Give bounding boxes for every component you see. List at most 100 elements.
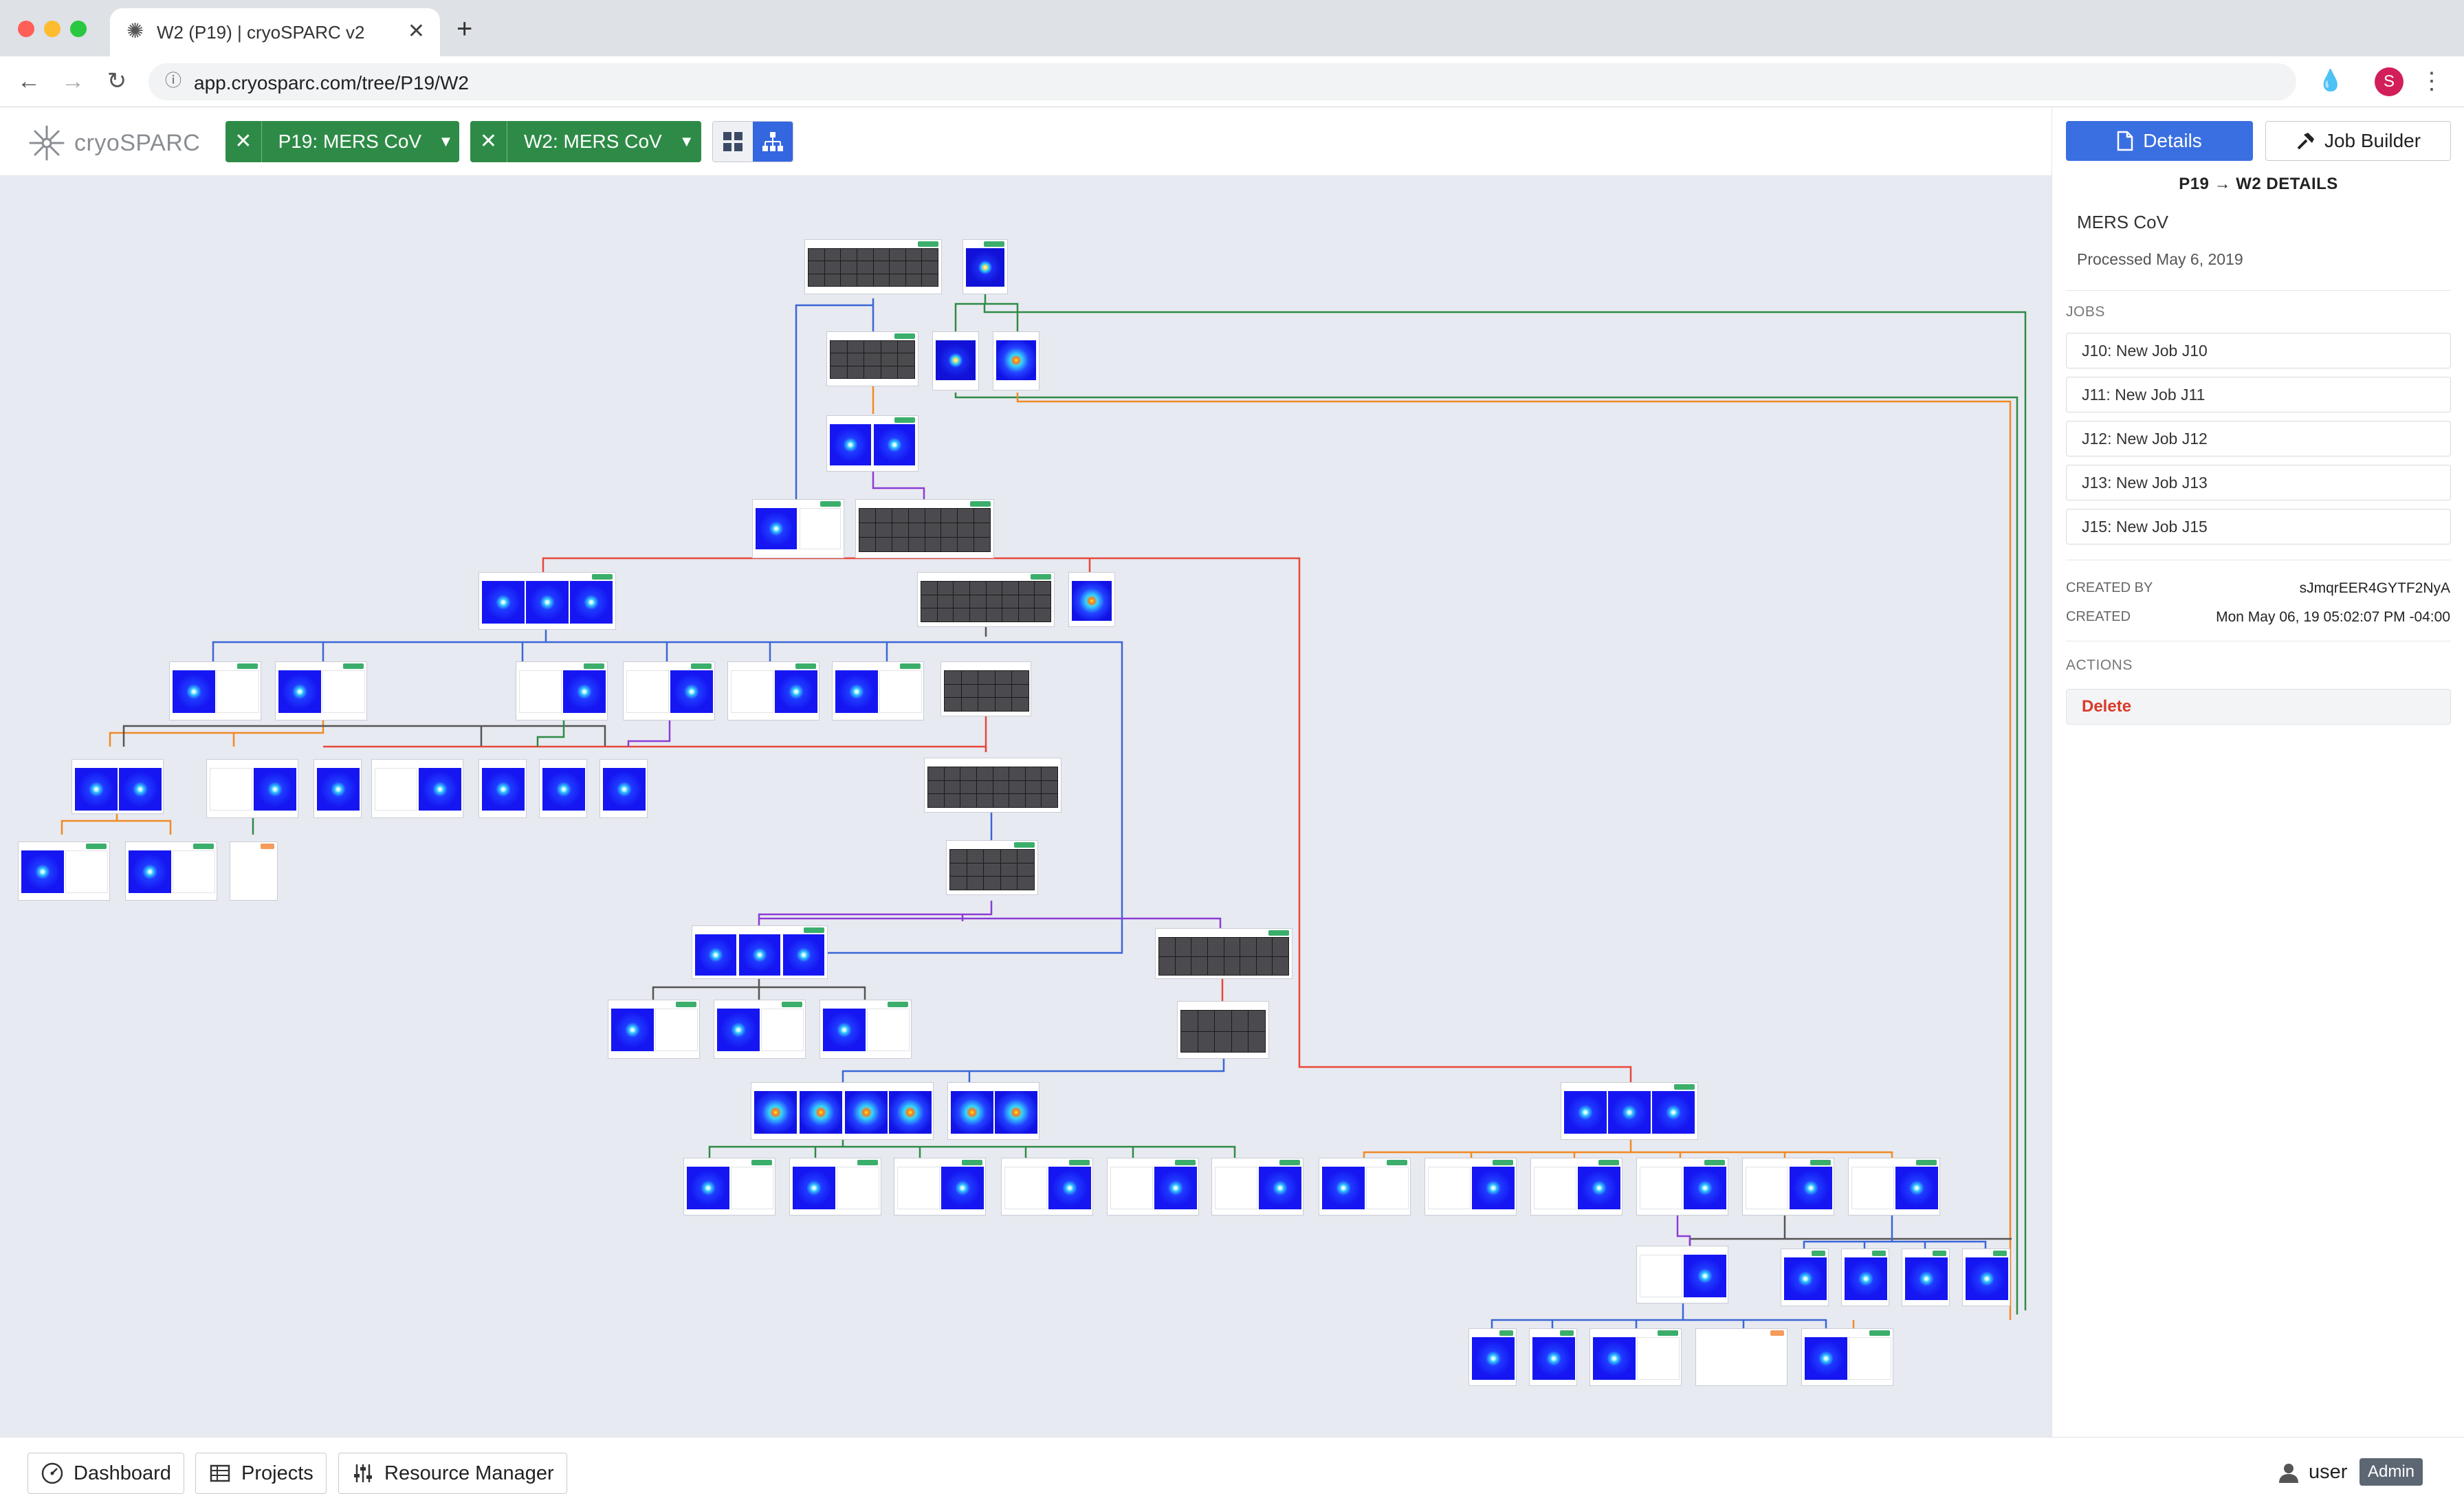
- job-card[interactable]: [683, 1158, 776, 1216]
- job-card[interactable]: [1695, 1328, 1788, 1386]
- job-card[interactable]: [516, 661, 608, 720]
- created-by-value: sJmqrEER4GYTF2NyA: [2299, 580, 2450, 596]
- job-card[interactable]: [1068, 572, 1115, 627]
- job-card[interactable]: [751, 1082, 934, 1140]
- job-card[interactable]: [1211, 1158, 1304, 1216]
- job-card[interactable]: [169, 661, 261, 720]
- job-list-item-j11[interactable]: J11: New Job J11: [2066, 377, 2451, 412]
- job-card[interactable]: [692, 925, 828, 979]
- job-card[interactable]: [1590, 1328, 1682, 1386]
- job-card[interactable]: [993, 331, 1040, 390]
- chevron-down-icon[interactable]: ▼: [438, 133, 454, 150]
- job-card[interactable]: [832, 661, 924, 720]
- details-button[interactable]: Details: [2066, 121, 2253, 161]
- job-card[interactable]: [1424, 1158, 1517, 1216]
- job-card[interactable]: [1781, 1248, 1829, 1306]
- user-name[interactable]: user: [2309, 1461, 2348, 1483]
- job-card[interactable]: [478, 572, 616, 630]
- chevron-down-icon[interactable]: ▼: [679, 133, 694, 150]
- job-card[interactable]: [18, 842, 110, 901]
- project-breadcrumb[interactable]: ✕ P19: MERS CoV ▼: [226, 121, 459, 162]
- job-card[interactable]: [1468, 1328, 1517, 1386]
- close-workspace-icon[interactable]: ✕: [470, 121, 507, 162]
- job-card[interactable]: [727, 661, 820, 720]
- job-card[interactable]: [940, 661, 1031, 716]
- job-card[interactable]: [1636, 1246, 1728, 1304]
- close-tab-icon[interactable]: ✕: [407, 20, 425, 43]
- browser-tab[interactable]: ✺ W2 (P19) | cryoSPARC v2 ✕: [110, 8, 440, 56]
- extension-droplet-icon[interactable]: 💧: [2318, 69, 2344, 92]
- address-bar[interactable]: ⓘ app.cryosparc.com/tree/P19/W2: [148, 63, 2296, 100]
- job-card[interactable]: [804, 239, 942, 294]
- job-card[interactable]: [894, 1158, 986, 1216]
- job-card[interactable]: [1177, 1001, 1269, 1059]
- job-card[interactable]: [789, 1158, 881, 1216]
- job-card[interactable]: [1636, 1158, 1728, 1216]
- dashboard-button[interactable]: Dashboard: [28, 1453, 184, 1494]
- job-card[interactable]: [962, 239, 1008, 294]
- job-builder-button[interactable]: Job Builder: [2265, 121, 2451, 161]
- job-card[interactable]: [125, 842, 217, 901]
- browser-menu-icon[interactable]: ⋮: [2420, 68, 2443, 94]
- profile-avatar[interactable]: S: [2375, 67, 2404, 96]
- job-card[interactable]: [1530, 1158, 1622, 1216]
- job-card[interactable]: [820, 1000, 912, 1059]
- job-list-item-j12[interactable]: J12: New Job J12: [2066, 421, 2451, 456]
- job-card[interactable]: [623, 661, 715, 720]
- job-card[interactable]: [314, 759, 362, 818]
- job-card[interactable]: [230, 842, 278, 901]
- job-list-item-j15[interactable]: J15: New Job J15: [2066, 509, 2451, 544]
- job-card[interactable]: [1902, 1248, 1950, 1306]
- job-card[interactable]: [1841, 1248, 1889, 1306]
- job-card[interactable]: [608, 1000, 700, 1059]
- job-card[interactable]: [826, 331, 918, 386]
- panel-title: P19 → W2 DETAILS: [2179, 175, 2338, 193]
- job-card[interactable]: [371, 759, 463, 818]
- cryosparc-logo[interactable]: cryoSPARC: [26, 122, 200, 164]
- delete-button[interactable]: Delete: [2066, 689, 2451, 725]
- card-view-button[interactable]: [713, 122, 753, 162]
- job-card[interactable]: [539, 759, 587, 818]
- job-card[interactable]: [1561, 1082, 1698, 1140]
- job-card[interactable]: [917, 572, 1055, 627]
- job-card[interactable]: [1529, 1328, 1577, 1386]
- job-card[interactable]: [1962, 1248, 2010, 1306]
- job-card[interactable]: [855, 499, 994, 558]
- job-card[interactable]: [1848, 1158, 1940, 1216]
- job-card[interactable]: [752, 499, 844, 558]
- job-card[interactable]: [478, 759, 527, 818]
- job-card[interactable]: [826, 415, 918, 472]
- job-card[interactable]: [932, 331, 979, 390]
- resource-manager-button[interactable]: Resource Manager: [338, 1453, 567, 1494]
- job-tree-canvas[interactable]: [0, 176, 2052, 1437]
- job-card[interactable]: [714, 1000, 806, 1059]
- workspace-breadcrumb[interactable]: ✕ W2: MERS CoV ▼: [470, 121, 701, 162]
- job-card[interactable]: [1742, 1158, 1834, 1216]
- close-project-icon[interactable]: ✕: [226, 121, 262, 162]
- projects-button[interactable]: Projects: [195, 1453, 327, 1494]
- job-card[interactable]: [1001, 1158, 1093, 1216]
- job-card[interactable]: [600, 759, 648, 818]
- job-card[interactable]: [1107, 1158, 1199, 1216]
- job-card[interactable]: [72, 759, 164, 814]
- forward-icon[interactable]: →: [61, 68, 85, 94]
- site-info-icon[interactable]: ⓘ: [165, 72, 182, 90]
- job-list-item-j10[interactable]: J10: New Job J10: [2066, 333, 2451, 368]
- job-card[interactable]: [1801, 1328, 1893, 1386]
- window-close-button[interactable]: [18, 21, 34, 37]
- job-card[interactable]: [206, 759, 298, 818]
- window-minimize-button[interactable]: [44, 21, 60, 37]
- job-card[interactable]: [924, 758, 1062, 813]
- window-zoom-button[interactable]: [70, 21, 87, 37]
- new-tab-icon[interactable]: +: [456, 14, 473, 44]
- job-card[interactable]: [1155, 928, 1292, 979]
- created-value: Mon May 06, 19 05:02:07 PM -04:00: [2216, 609, 2450, 625]
- tree-view-button[interactable]: [753, 122, 793, 162]
- back-icon[interactable]: ←: [17, 68, 41, 94]
- job-card[interactable]: [947, 1082, 1040, 1140]
- job-list-item-j13[interactable]: J13: New Job J13: [2066, 465, 2451, 500]
- job-card[interactable]: [275, 661, 367, 720]
- job-card[interactable]: [946, 840, 1038, 895]
- reload-icon[interactable]: ↻: [107, 68, 127, 94]
- job-card[interactable]: [1319, 1158, 1411, 1216]
